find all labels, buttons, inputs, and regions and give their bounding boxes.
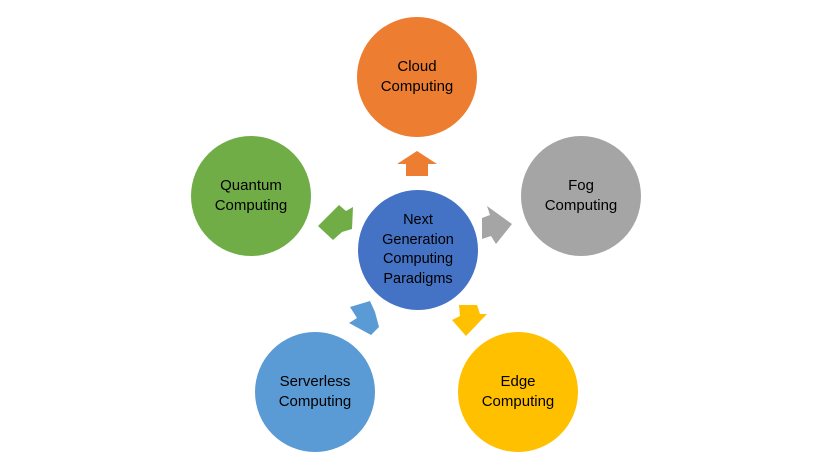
arrow-right-icon: [482, 206, 512, 244]
cloud-computing-node: Cloud Computing: [357, 17, 477, 137]
quantum-computing-node: Quantum Computing: [191, 136, 311, 256]
fog-computing-label: Fog Computing: [544, 177, 618, 214]
arrow-left-icon: [318, 205, 353, 240]
edge-computing-label: Edge Computing: [481, 373, 555, 410]
center-node: Next Generation Computing Paradigms: [358, 190, 478, 310]
quantum-computing-label: Quantum Computing: [214, 177, 288, 214]
serverless-computing-label: Serverless Computing: [278, 373, 352, 410]
fog-computing-node: Fog Computing: [521, 136, 641, 256]
cloud-computing-label: Cloud Computing: [380, 58, 454, 95]
arrow-up-icon: [397, 151, 437, 176]
arrow-down-left-icon: [349, 301, 379, 335]
arrow-down-right-icon: [452, 305, 487, 336]
edge-computing-node: Edge Computing: [458, 332, 578, 452]
serverless-computing-node: Serverless Computing: [255, 332, 375, 452]
center-label: Next Generation Computing Paradigms: [382, 212, 454, 287]
